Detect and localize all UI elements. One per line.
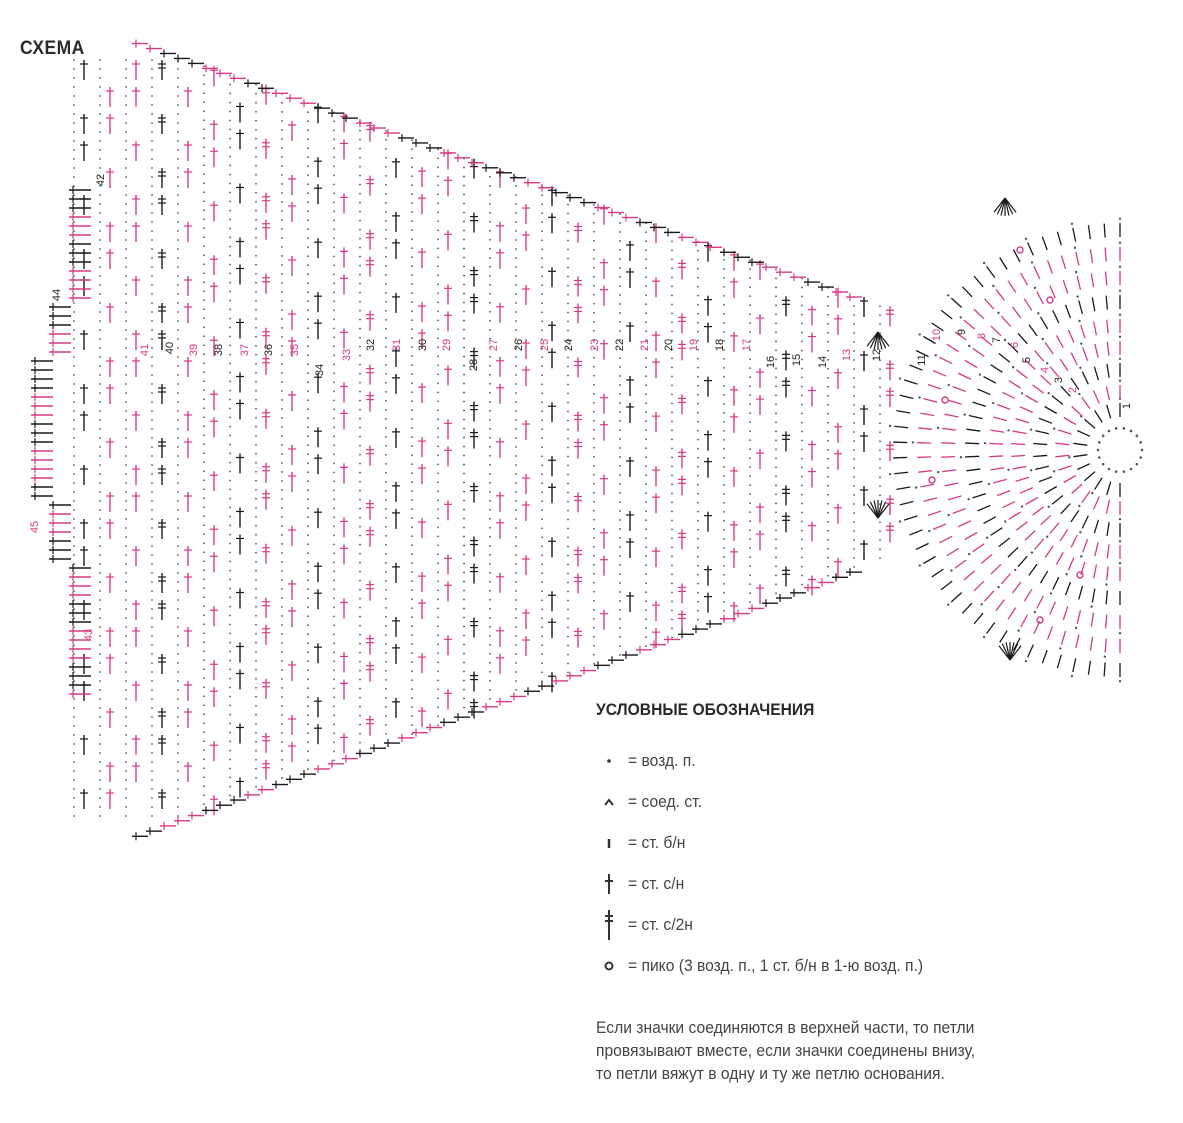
row-number: 40 — [164, 342, 176, 354]
row-number: 6 — [1009, 342, 1021, 348]
picot-circle-icon — [596, 959, 622, 973]
row-number: 35 — [289, 344, 301, 356]
treble-crochet-icon — [596, 908, 622, 942]
slip-stitch-arc-icon — [596, 796, 622, 808]
legend-item: = пико (3 возд. п., 1 ст. б/н в 1-ю возд… — [596, 945, 1156, 986]
legend-item: = ст. б/н — [596, 822, 1156, 863]
row-number: 31 — [391, 339, 403, 351]
row-number: 15 — [791, 354, 803, 366]
note-line: провязывают вместе, если значки соединен… — [596, 1041, 976, 1060]
row-number: 23 — [589, 339, 601, 351]
note-line: Если значки соединяются в верхней части,… — [596, 1018, 975, 1037]
picot-icon — [941, 396, 949, 404]
double-crochet-icon — [596, 872, 622, 896]
round-motif — [866, 197, 1144, 683]
picot-icon — [1016, 246, 1024, 254]
row-number: 34 — [314, 364, 326, 376]
legend-label: = пико (3 возд. п., 1 ст. б/н в 1-ю возд… — [628, 955, 924, 975]
row-number: 42 — [95, 174, 107, 186]
legend-item: = соед. ст. — [596, 781, 1156, 822]
diagram-title: СХЕМА — [20, 38, 85, 59]
row-number: 26 — [513, 339, 525, 351]
legend-label: = ст. с/н — [628, 873, 685, 893]
row-number: 24 — [563, 339, 575, 351]
row-number: 20 — [663, 339, 675, 351]
row-number: 17 — [741, 339, 753, 351]
row-number: 18 — [714, 339, 726, 351]
row-number: 5 — [1021, 357, 1033, 363]
row-number: 43 — [83, 629, 95, 641]
legend: УСЛОВНЫЕ ОБОЗНАЧЕНИЯ = возд. п. = соед. с… — [596, 700, 1156, 986]
picot-icon — [1046, 296, 1054, 304]
row-number: 2 — [1067, 387, 1079, 393]
row-number: 13 — [841, 349, 853, 361]
row-number: 37 — [239, 344, 251, 356]
picot-icon — [1076, 571, 1084, 579]
row-number: 9 — [956, 329, 968, 335]
legend-item: = ст. с/н — [596, 863, 1156, 904]
row-number: 19 — [688, 339, 700, 351]
legend-item: = возд. п. — [596, 740, 1156, 781]
note-text: Если значки соединяются в верхней части,… — [596, 1016, 1156, 1085]
row-number: 14 — [817, 356, 829, 368]
fan-body — [31, 39, 894, 841]
chain-stitch-dot-icon — [596, 755, 622, 767]
legend-label: = соед. ст. — [628, 791, 702, 811]
row-number: 1 — [1121, 403, 1133, 409]
row-number: 45 — [29, 521, 41, 533]
note-line: то петли вяжут в одну и ту же петлю осно… — [596, 1064, 945, 1083]
row-number: 11 — [916, 354, 928, 365]
row-number: 33 — [341, 349, 353, 361]
row-number: 28 — [468, 359, 480, 371]
row-number: 29 — [441, 339, 453, 351]
picot-icon — [928, 476, 936, 484]
row-number: 39 — [188, 344, 200, 356]
row-number: 30 — [417, 339, 429, 351]
row-number: 7 — [991, 337, 1003, 343]
row-number: 8 — [976, 333, 988, 339]
row-number: 32 — [365, 339, 377, 351]
row-number: 38 — [213, 344, 225, 356]
single-crochet-tick-icon — [596, 835, 622, 851]
row-number-labels: 1234567891011121314151617181920212223242… — [29, 174, 1133, 641]
row-number: 10 — [931, 329, 943, 341]
legend-label: = ст. б/н — [628, 832, 686, 852]
row-number: 21 — [639, 339, 651, 351]
row-number: 22 — [614, 339, 626, 351]
row-number: 3 — [1053, 377, 1065, 383]
row-number: 25 — [539, 339, 551, 351]
legend-item: = ст. с/2н — [596, 904, 1156, 945]
legend-title: УСЛОВНЫЕ ОБОЗНАЧЕНИЯ — [596, 700, 815, 719]
row-number: 36 — [263, 344, 275, 356]
row-number: 44 — [51, 289, 63, 301]
picot-icon — [1036, 616, 1044, 624]
row-number: 27 — [488, 339, 500, 351]
row-number: 12 — [871, 349, 883, 361]
legend-label: = ст. с/2н — [628, 914, 693, 934]
row-number: 4 — [1039, 367, 1051, 373]
row-number: 16 — [765, 356, 777, 368]
legend-label: = возд. п. — [628, 750, 696, 770]
row-number: 41 — [139, 344, 151, 356]
